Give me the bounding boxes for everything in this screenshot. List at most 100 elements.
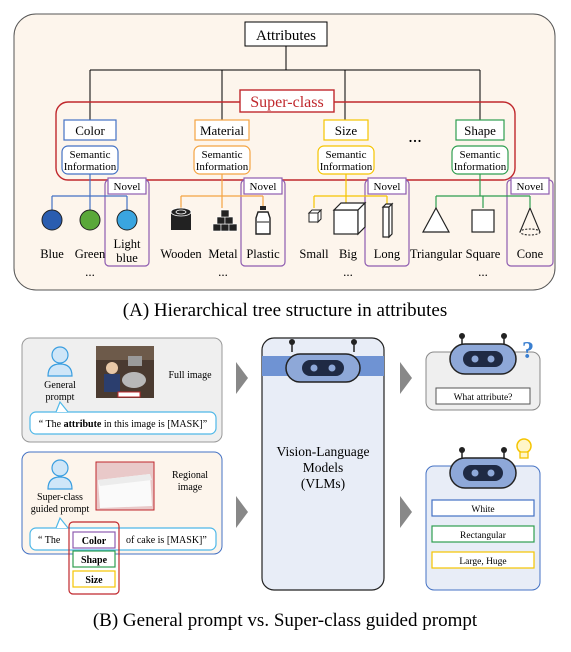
root-connectors [89,46,481,120]
plastic-bottle-icon [255,206,271,235]
vlm-robot-icon [285,339,361,383]
semantic-line1-shape: Semantic [460,149,501,161]
group-box-shape [455,119,505,141]
leaf-metal: Metal [208,247,238,261]
group-box-size [323,119,369,141]
regional-image-label-1: Regional [172,470,208,481]
question-mark-icon: ? [522,338,534,364]
what-attribute-box [435,387,531,405]
full-image-photo [96,346,154,398]
output-large-huge-box [431,551,535,569]
novel-tags [107,177,550,195]
semantic-boxes [61,145,509,175]
general-person-line1: General [44,380,76,391]
more-groups-ellipsis: ... [408,126,422,146]
color-connectors [51,174,128,210]
cone-icon [519,207,541,236]
group-label-color: Color [75,123,105,138]
superclass-person-line2: guided prompt [31,504,90,515]
leaf-wooden: Wooden [160,247,202,261]
lightblue-circle-icon [116,209,138,231]
semantic-line2-material: Information [196,161,249,173]
arrow-vlm-to-superclass-output [400,496,412,528]
caption-a: (A) Hierarchical tree structure in attri… [123,300,447,321]
leaf-cone: Cone [517,247,544,261]
metal-bars-icon [212,209,238,232]
group-label-shape: Shape [464,123,496,138]
superclass-label: Super-class [250,94,323,111]
semantic-line1-material: Semantic [202,149,243,161]
leaf-triangular: Triangular [410,247,463,261]
option-shape: Shape [81,555,108,566]
novel-label-color: Novel [114,181,141,193]
vlm-box [261,337,385,591]
option-size-box [72,570,116,588]
leaf-light-blue: blue [116,251,138,265]
size-connectors [313,174,388,208]
full-image-label: Full image [168,370,212,381]
leaf-light: Light [113,237,141,251]
regional-image-label-2: image [178,482,203,493]
shape-connectors [435,174,531,208]
size-ellipsis: ... [343,264,353,279]
semantic-line2-color: Information [64,161,117,173]
blue-circle-icon [41,209,63,231]
superclass-bubble-tail [55,516,69,529]
shape-ellipsis: ... [478,264,488,279]
big-cube-icon [332,201,367,236]
leaf-plastic: Plastic [246,247,280,261]
semantic-line2-size: Information [320,161,373,173]
general-prompt-text: “ The attribute in this image is [MASK]” [39,419,207,430]
general-person-icon [47,346,73,377]
superclass-box [239,89,335,113]
caption-b: (B) General prompt vs. Super-class guide… [93,610,478,631]
what-attribute-text: What attribute? [454,393,513,403]
leaf-blue: Blue [40,247,64,261]
superclass-person-line1: Super-class [37,492,83,503]
novel-label-size: Novel [374,181,401,193]
leaf-big: Big [339,247,358,261]
superclass-output-robot-icon [449,447,517,489]
output-white: White [471,505,494,515]
novel-label-shape: Novel [517,181,544,193]
output-large-huge: Large, Huge [459,557,506,567]
root-node [244,21,328,47]
novel-label-material: Novel [250,181,277,193]
general-output-robot-icon [449,333,517,375]
superclass-person-icon [47,459,73,490]
general-prompt-post: in this image is [MASK]” [101,419,207,430]
general-prompt-bold: attribute [64,419,102,430]
group-box-material [194,119,250,141]
option-color-box [72,531,116,549]
vlm-line-1: Vision-Language [277,444,370,459]
small-cube-icon [307,208,323,224]
superclass-prompt-pre: “ The [38,535,61,546]
long-bar-icon [381,202,394,239]
superclass-options-frame [68,521,120,595]
group-label-size: Size [335,123,358,138]
group-label-material: Material [200,123,244,138]
option-shape-box [72,550,116,568]
triangle-icon [421,206,451,233]
wooden-log-icon [170,207,192,230]
color-ellipsis: ... [85,264,95,279]
option-color: Color [82,536,107,547]
leaf-square: Square [466,247,501,261]
semantic-line2-shape: Information [454,161,507,173]
arrow-general-to-vlm [236,362,248,394]
output-white-box [431,499,535,517]
arrow-vlm-to-general-output [400,362,412,394]
output-rectangular: Rectangular [460,531,507,541]
general-prompt-pre: “ The [39,419,64,430]
leaf-green: Green [75,247,106,261]
general-bubble-tail [55,400,69,413]
material-ellipsis: ... [218,264,228,279]
general-person-line2: prompt [46,392,75,403]
option-size: Size [85,575,103,586]
lightbulb-icon [516,438,532,459]
root-label: Attributes [256,28,316,44]
group-box-color [63,119,117,141]
green-circle-icon [79,209,101,231]
square-icon [471,209,495,233]
